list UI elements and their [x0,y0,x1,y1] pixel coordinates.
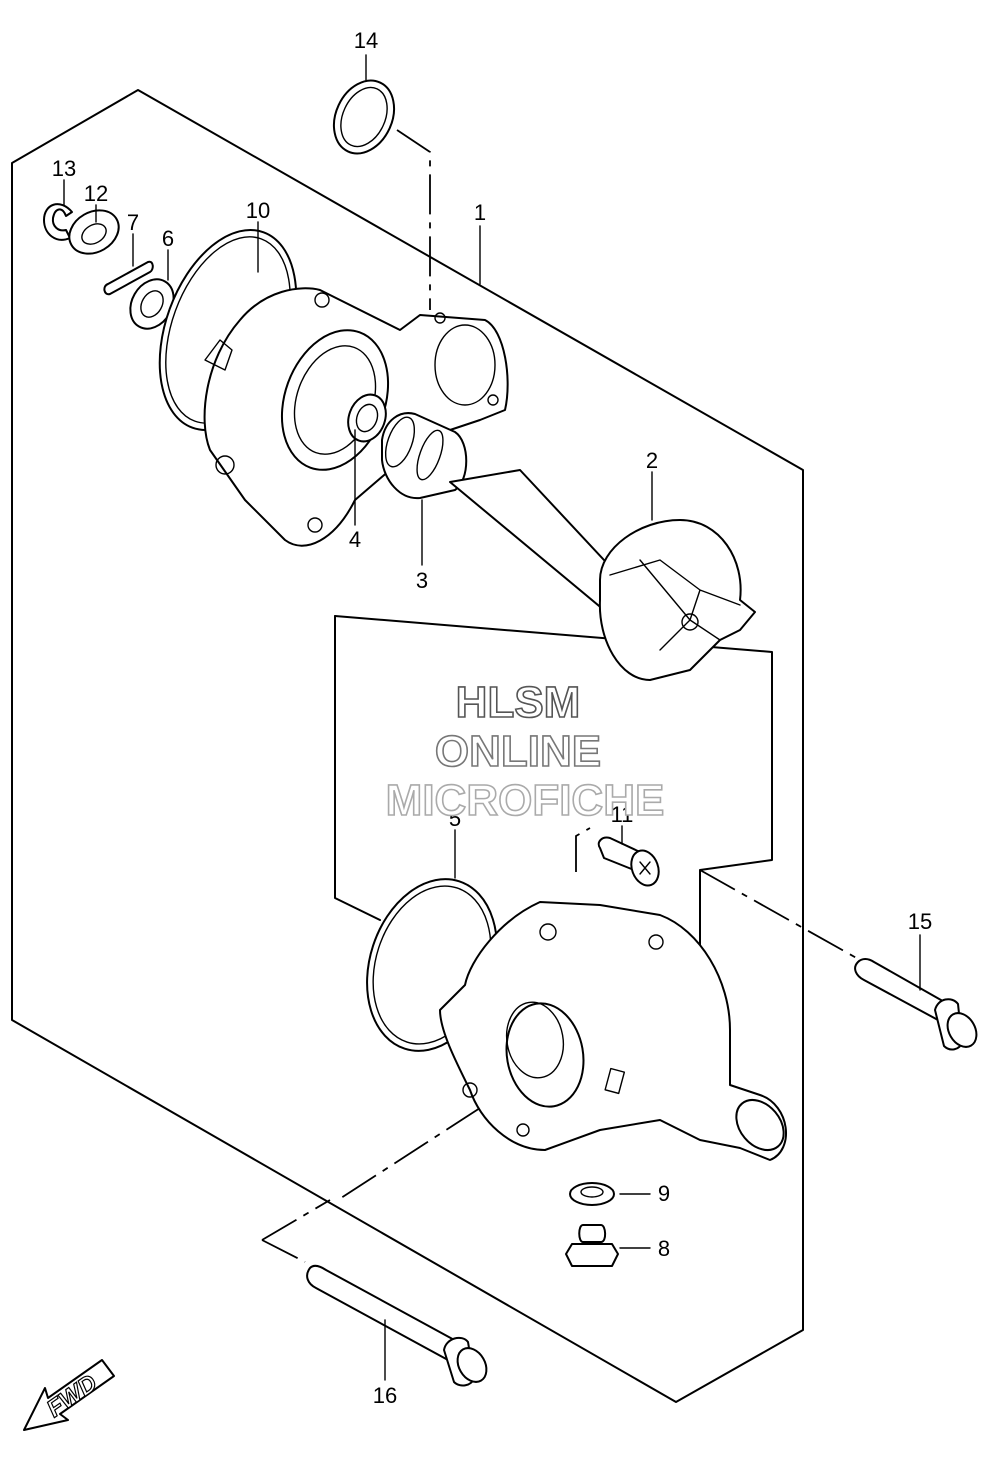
drain-bolt-8 [565,1224,619,1267]
callout-7: 7 [127,210,139,235]
watermark: HLSM ONLINE MICROFICHE [385,677,665,826]
callout-2: 2 [646,448,658,473]
o-ring-14 [332,79,396,155]
callout-6: 6 [162,226,174,251]
callout-4: 4 [349,527,361,552]
watermark-line-2: ONLINE [435,727,601,776]
e-clip-13 [43,203,73,241]
gear-12 [68,209,120,255]
callout-10: 10 [246,198,270,223]
callout-3: 3 [416,568,428,593]
seal-4 [347,393,387,443]
watermark-line-1: HLSM [456,678,581,727]
pump-cover [439,901,787,1161]
callout-labels: 1 2 3 4 5 6 7 8 9 10 11 12 13 14 15 16 [52,28,932,1408]
callout-5: 5 [449,806,461,831]
callout-9: 9 [658,1181,670,1206]
watermark-line-3: MICROFICHE [386,776,665,825]
assembly-outline [11,89,804,1403]
callout-11: 11 [611,802,634,827]
callout-16: 16 [373,1383,397,1408]
forward-direction-arrow: FWD [23,1359,115,1431]
callout-8: 8 [658,1236,670,1261]
callout-14: 14 [354,28,378,53]
washer-6 [129,278,175,330]
washer-9 [569,1182,615,1206]
leader-lines [63,54,921,1381]
callout-13: 13 [52,156,76,181]
bolt-15 [854,958,978,1051]
callout-15: 15 [908,909,932,934]
bolt-16 [306,1264,488,1387]
impeller-shaft-2 [449,469,756,681]
mechanical-seal-3 [381,412,468,500]
callout-12: 12 [84,181,108,206]
pin-7 [103,260,154,296]
callout-1: 1 [474,200,486,225]
screw-11 [597,836,660,887]
